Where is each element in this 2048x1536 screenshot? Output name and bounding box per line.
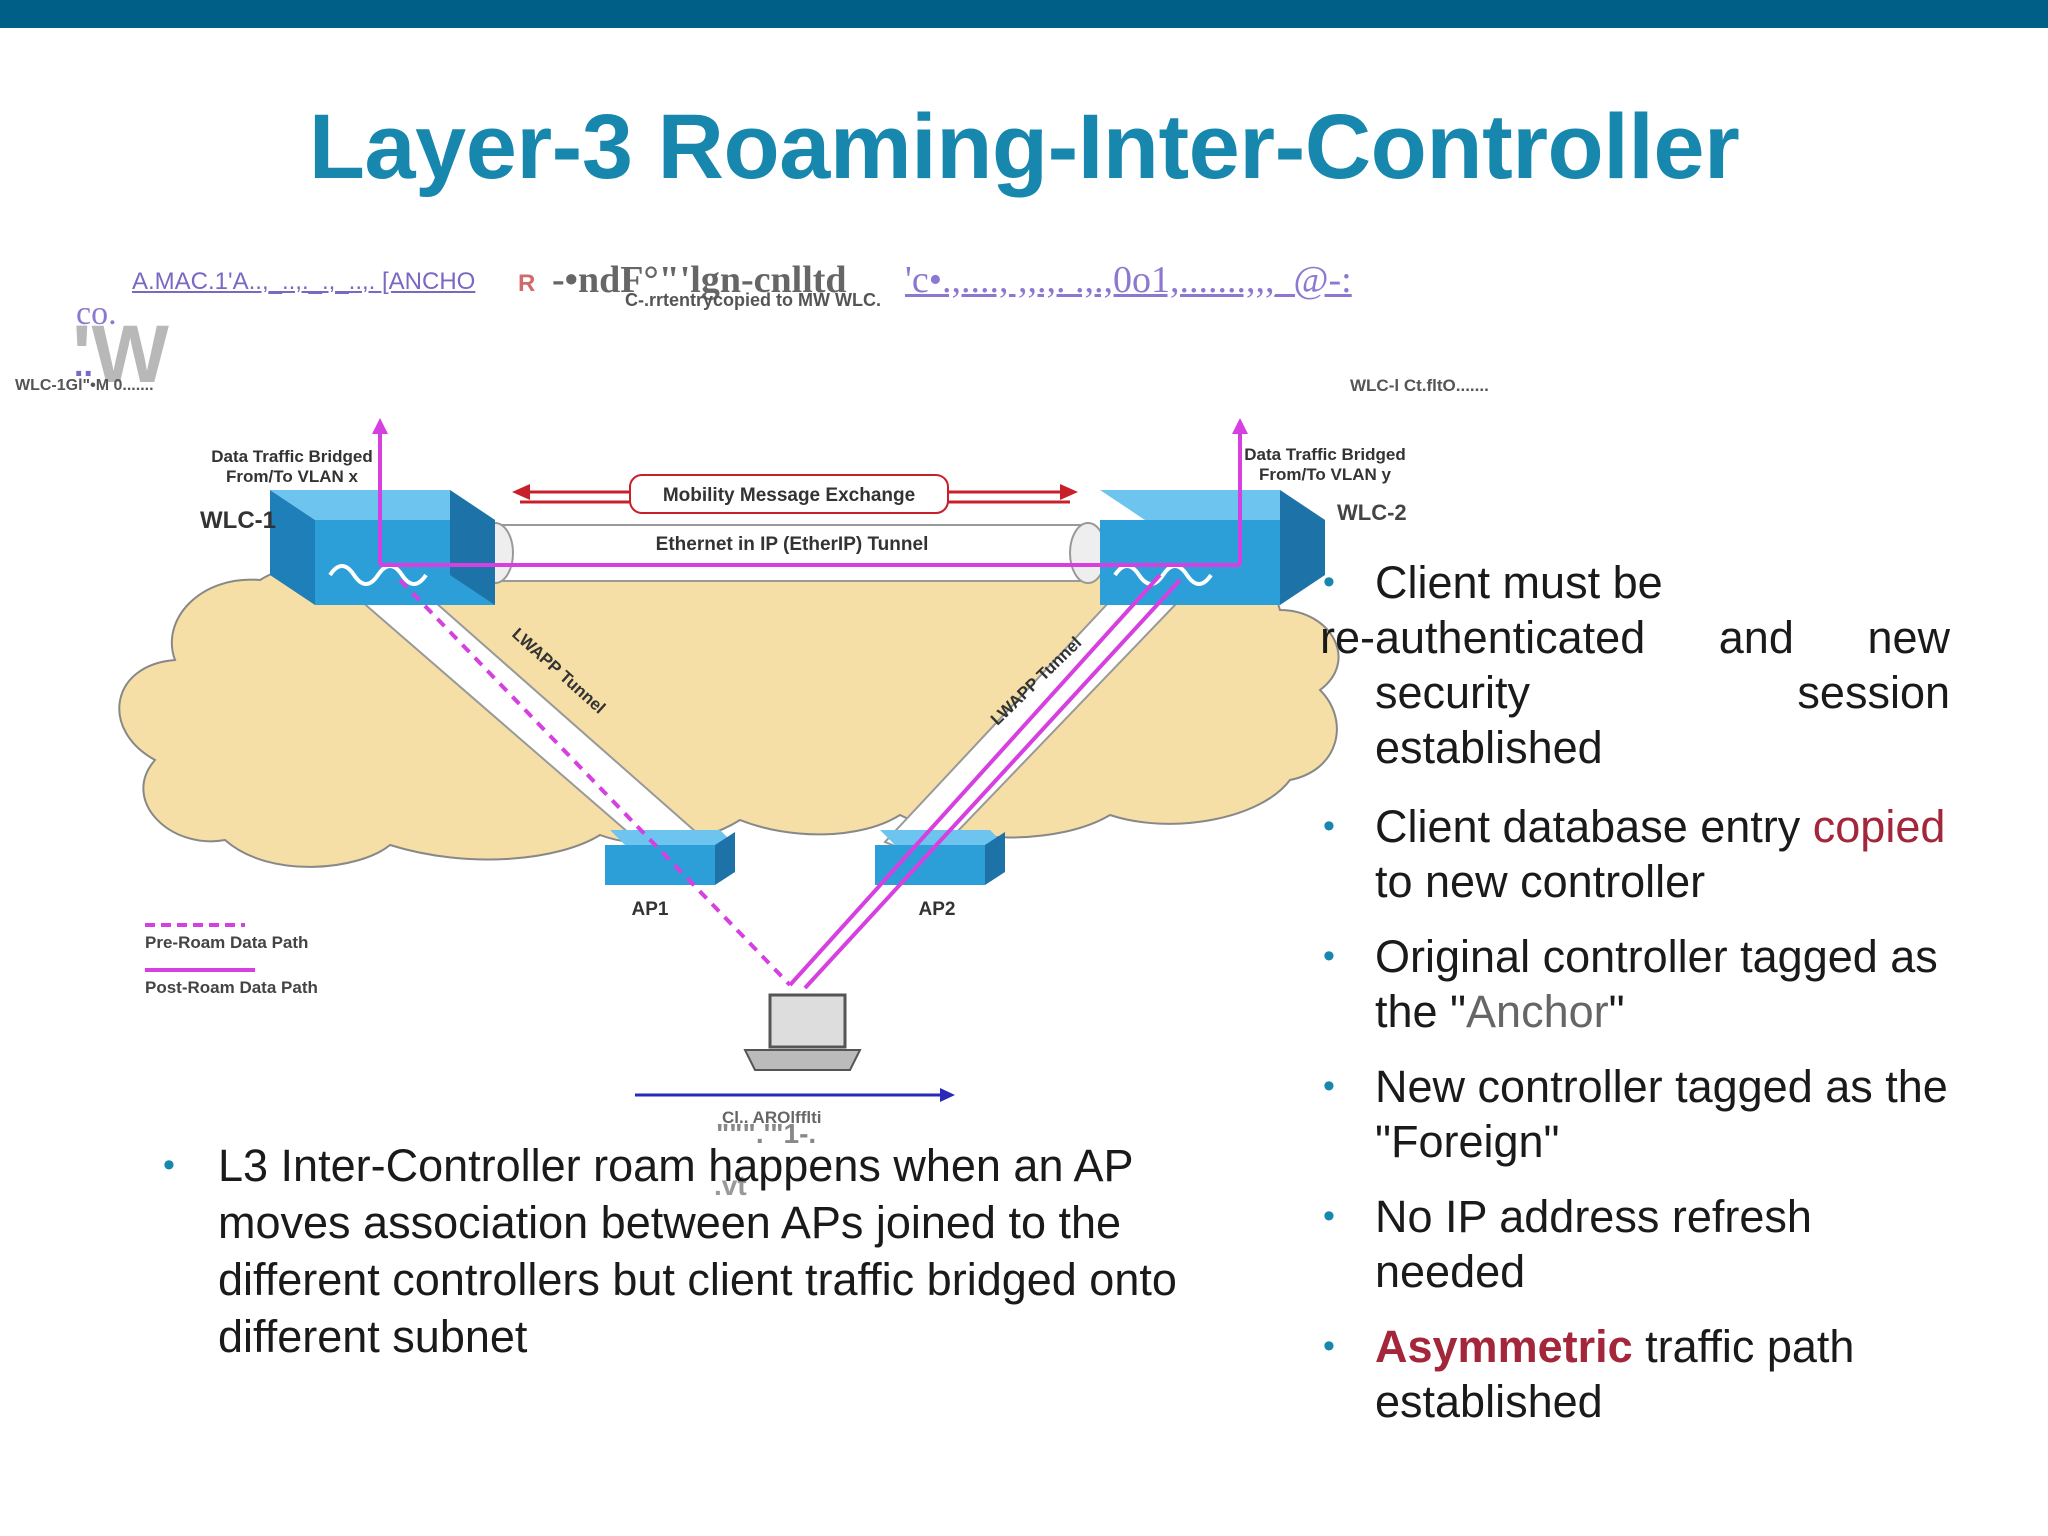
bullet-dot: •	[1323, 1327, 1335, 1365]
artifact-w: 'W	[72, 308, 169, 402]
artifact-wlc1: WLC-1Gl"•M 0.......	[15, 377, 154, 395]
database-text-copied: copied	[1812, 801, 1946, 852]
wlc2-device	[1100, 490, 1325, 605]
client-garble-2: """.'"1-.	[716, 1118, 816, 1149]
bullet-dot: •	[1323, 937, 1335, 975]
artifact-text-dots: ..	[74, 346, 93, 384]
wlc1-traffic-label-1: Data Traffic Bridged	[211, 447, 373, 466]
top-bar	[0, 0, 2048, 28]
bullet-reauth-line1: Client must be	[1375, 557, 1663, 608]
legend-post-label: Post-Roam Data Path	[145, 978, 318, 997]
bullet-reauth-line4: established	[1375, 722, 1603, 773]
artifact-text-wlc2: WLC-l Ct.fltO.......	[1350, 376, 1489, 395]
artifact-co: co.	[76, 295, 117, 333]
slide-title: Layer-3 Roaming-Inter-Controller	[308, 96, 1740, 198]
wlc1-label: WLC-1	[200, 507, 276, 534]
legend	[145, 923, 255, 972]
wlc2-label: WLC-2	[1337, 500, 1407, 525]
reauth-word-5: session	[1797, 667, 1950, 718]
wlc1-traffic-label-2: From/To VLAN x	[226, 467, 358, 486]
artifact-dots: ..	[74, 346, 93, 385]
artifact-text-d: 'c•.,...., ,,.,. .,.,0o1,.......,,,_@-:	[905, 259, 1352, 301]
artifact-line-1c: -•ndF°"'lgn-cnlltd	[552, 258, 847, 302]
asymmetric-word: Asymmetric	[1375, 1321, 1633, 1372]
anchor-text-anchor: Anchor	[1466, 986, 1609, 1037]
bullet-ip-refresh: • No IP address refresh needed	[1320, 1189, 1950, 1299]
right-bullet-list: • Client must be re-authenticated and ne…	[1320, 555, 1950, 1449]
post-roam-path	[378, 430, 1242, 990]
artifact-line-1: A.MAC.1'A..,_..,._.,_..,. [ANCHO	[132, 268, 475, 296]
ap1-label: AP1	[632, 899, 669, 920]
artifact-text-co: co.	[76, 295, 117, 332]
wlc1-device	[270, 490, 495, 605]
artifact-text-wlc1: WLC-1Gl"•M 0.......	[15, 377, 154, 394]
post-roam-arrow-up-right	[1232, 418, 1248, 434]
ap2-label: AP2	[919, 899, 956, 920]
artifact-text-w: 'W	[72, 309, 169, 400]
anchor-text-a: Original controller tagged as the "	[1375, 931, 1938, 1037]
artifact-line-1d: 'c•.,...., ,,.,. .,.,0o1,.......,,,_@-:	[905, 258, 1352, 302]
bullet-database: • Client database entry copied to new co…	[1320, 799, 1950, 909]
anchor-text-c: "	[1608, 986, 1625, 1037]
artifact-text-a: A.MAC.1'A..,_..,._.,_..,. [ANCHO	[132, 268, 476, 295]
ip-refresh-text: No IP address refresh needed	[1375, 1191, 1812, 1297]
bullet-dot: •	[1323, 1197, 1335, 1235]
ap1-device	[605, 830, 735, 885]
bullet-foreign: • New controller tagged as the "Foreign"	[1320, 1059, 1950, 1169]
ap2-device	[875, 830, 1005, 885]
wlc2-traffic-label-1: Data Traffic Bridged	[1244, 445, 1406, 464]
reauth-word-1: re-authenticated	[1320, 612, 1646, 663]
artifact-line-1e: C-.rrtentrycopied to MW WLC.	[625, 290, 881, 311]
bullet-dot: •	[1323, 1067, 1335, 1105]
database-text-c: to new controller	[1375, 856, 1706, 907]
foreign-text: New controller tagged as the "Foreign"	[1375, 1061, 1948, 1167]
reauth-word-4: security	[1375, 667, 1531, 718]
wlc2-traffic-label-2: From/To VLAN y	[1259, 465, 1391, 484]
bullet-l3-roam: • L3 Inter-Controller roam happens when …	[160, 1137, 1220, 1365]
reauth-word-3: new	[1867, 612, 1950, 663]
post-roam-arrow-up-left	[372, 418, 388, 434]
laptop-icon	[743, 993, 862, 1071]
bullet-reauth-line3: security session	[1375, 665, 1950, 720]
left-bullet-list: • L3 Inter-Controller roam happens when …	[160, 1137, 1220, 1365]
legend-pre-label: Pre-Roam Data Path	[145, 933, 308, 952]
artifact-text-e: C-.rrtentrycopied to MW WLC.	[625, 290, 881, 310]
bullet-reauth: • Client must be re-authenticated and ne…	[1320, 555, 1950, 775]
client-garble-3: .vt	[714, 1170, 747, 1201]
bullet-anchor: • Original controller tagged as the "Anc…	[1320, 929, 1950, 1039]
bullet-dot: •	[163, 1146, 175, 1184]
l3-roam-text: L3 Inter-Controller roam happens when an…	[218, 1140, 1177, 1362]
artifact-text-c: -•ndF°"'lgn-cnlltd	[552, 259, 847, 301]
database-text-a: Client database entry	[1375, 801, 1801, 852]
bullet-dot: •	[1323, 563, 1335, 601]
tunnel-label: Ethernet in IP (EtherIP) Tunnel	[656, 534, 929, 555]
client-garble: Cl.. AROlfflti	[722, 1108, 821, 1127]
mobility-arrows	[512, 474, 1078, 514]
artifact-text-r: R	[518, 270, 536, 297]
client-arrow	[635, 1088, 955, 1102]
artifact-r: R	[518, 270, 535, 298]
bullet-asymmetric: • Asymmetric traffic path established	[1320, 1319, 1950, 1429]
reauth-word-2: and	[1718, 612, 1794, 663]
bullet-reauth-line2: re-authenticated and new	[1320, 610, 1950, 665]
mobility-label: Mobility Message Exchange	[663, 485, 915, 506]
bullet-dot: •	[1323, 807, 1335, 845]
asymmetric-text: traffic path established	[1375, 1321, 1855, 1427]
artifact-wlc2: WLC-l Ct.fltO.......	[1350, 376, 1489, 396]
pre-roam-path	[398, 578, 792, 987]
